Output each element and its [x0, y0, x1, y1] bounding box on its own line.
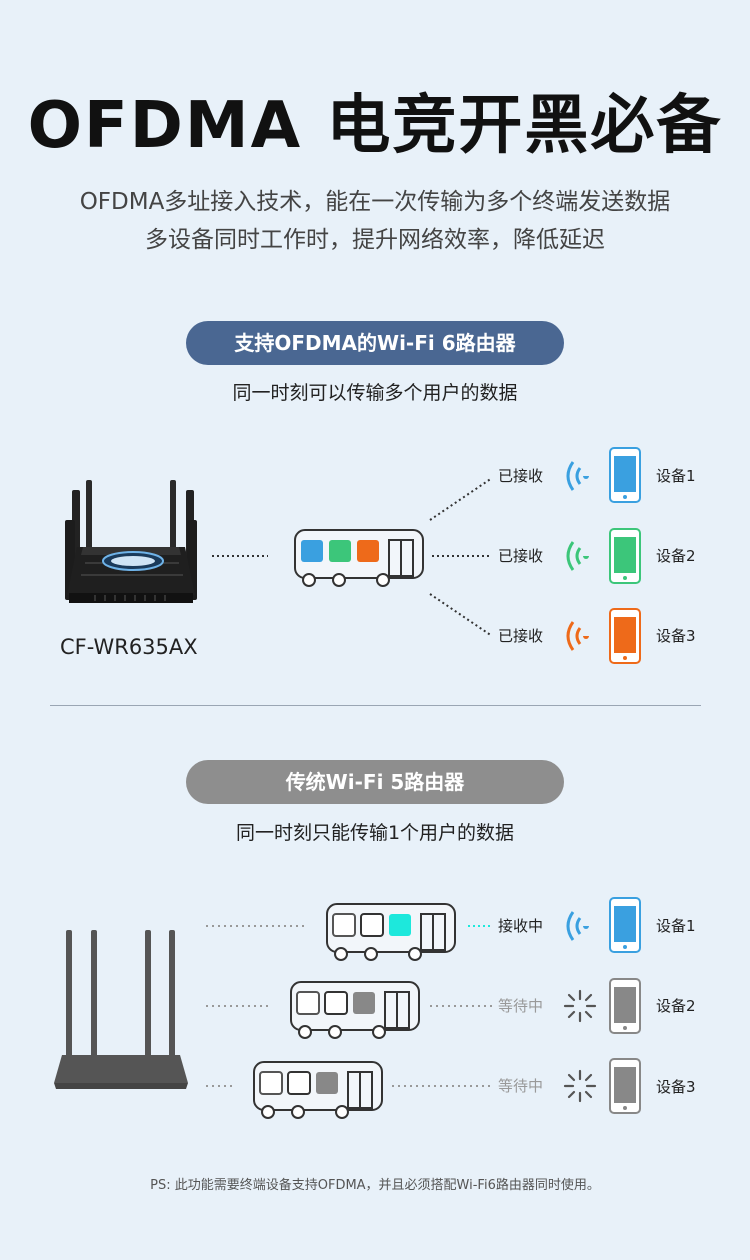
wifi5-router-image — [54, 930, 188, 1089]
wifi5-signal-icon-1 — [566, 911, 589, 941]
subtitle-line2: 多设备同时工作时，提升网络效率，降低延迟 — [145, 227, 605, 253]
wifi5-bus-1 — [326, 903, 456, 961]
loading-spinner-icon-2 — [563, 989, 597, 1023]
wifi5-status-1: 接收中 — [498, 917, 544, 935]
wifi6-device-3: 设备3 — [656, 627, 696, 645]
wifi5-pill: 传统Wi-Fi 5路由器 — [186, 760, 564, 804]
wifi5-phone-icon-3 — [609, 1058, 641, 1114]
wifi5-device-3: 设备3 — [656, 1078, 696, 1096]
wifi6-pill: 支持OFDMA的Wi-Fi 6路由器 — [186, 321, 564, 365]
wifi6-caption: 同一时刻可以传输多个用户的数据 — [232, 382, 518, 404]
wifi6-status-1: 已接收 — [498, 467, 544, 485]
wifi5-device-2: 设备2 — [656, 997, 696, 1015]
wifi6-phone-icon-3 — [609, 608, 641, 664]
wifi5-status-3: 等待中 — [498, 1077, 544, 1095]
loading-spinner-icon-3 — [563, 1069, 597, 1103]
wifi6-signal-icon-1 — [566, 461, 589, 491]
wifi5-status-2: 等待中 — [498, 997, 544, 1015]
section-divider — [50, 705, 701, 706]
wifi6-router-image — [65, 480, 197, 603]
router-model-label: CF-WR635AX — [60, 635, 198, 659]
wifi6-device-1: 设备1 — [656, 467, 696, 485]
wifi6-status-2: 已接收 — [498, 547, 544, 565]
wifi6-phone-icon-2 — [609, 528, 641, 584]
page-title: OFDMA 电竞开黑必备 — [27, 89, 723, 163]
footer-note: PS: 此功能需要终端设备支持OFDMA，并且必须搭配Wi-Fi6路由器同时使用… — [150, 1178, 600, 1193]
wifi5-bus-3 — [253, 1061, 383, 1119]
wifi6-bus — [294, 529, 424, 587]
subtitle-line1: OFDMA多址接入技术，能在一次传输为多个终端发送数据 — [79, 189, 671, 215]
wifi5-phone-icon-2 — [609, 978, 641, 1034]
wifi6-signal-icon-2 — [566, 541, 589, 571]
wifi5-device-1: 设备1 — [656, 917, 696, 935]
wifi5-phone-icon-1 — [609, 897, 641, 953]
wifi6-phone-icon-1 — [609, 447, 641, 503]
wifi6-signal-icon-3 — [566, 621, 589, 651]
wifi6-device-2: 设备2 — [656, 547, 696, 565]
wifi6-status-3: 已接收 — [498, 627, 544, 645]
wifi5-bus-2 — [290, 981, 420, 1039]
wifi5-caption: 同一时刻只能传输1个用户的数据 — [235, 822, 515, 844]
